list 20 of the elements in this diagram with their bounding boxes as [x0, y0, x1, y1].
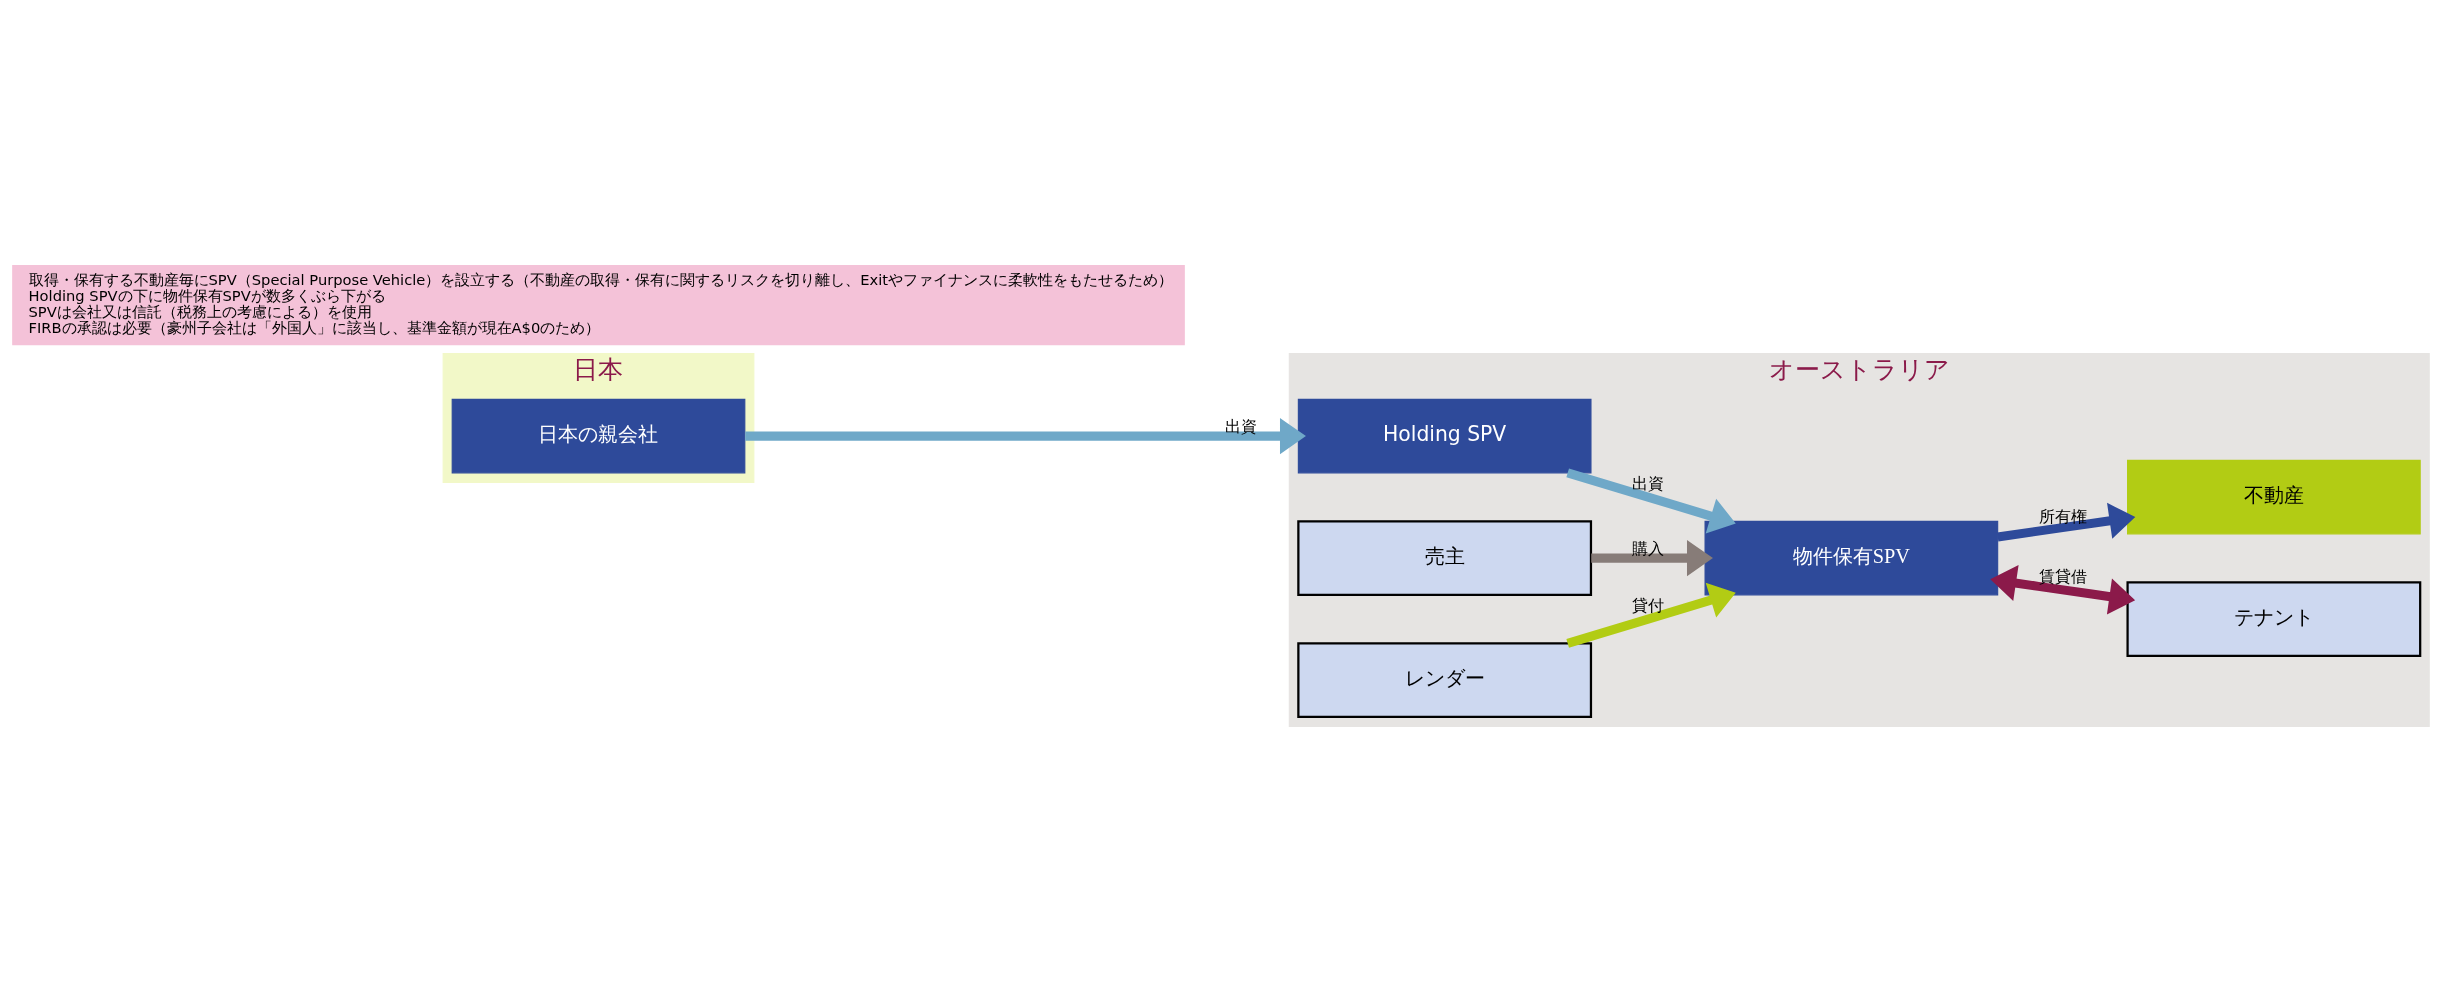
node-box: 売主	[1297, 519, 1593, 596]
node-box: Holding SPV	[1297, 398, 1592, 473]
edge-label: 賃貸借	[2038, 567, 2087, 585]
arrow	[1997, 502, 2136, 541]
node-box: 取得・保有する不動産毎にSPV（Special Purpose Vehicle）を設立する（不動産の取得・保有に関するリスクを切り離し、Exitやファイナンスに柔軟性をもたせるため） Holding SPVの下に物件保有SPVが数多くぶら下がる SPVは会社又は信託（税務上の考慮による）を使用 FIRBの承認は必要（豪州子会社は「外国人」に該当し、基準金額が現在A$0のため）	[12, 264, 1185, 345]
node-box: 日本の親会社	[451, 398, 746, 473]
edge-label: 出資	[1225, 417, 1258, 435]
arrow	[1591, 539, 1713, 576]
node-box: レンダー	[1297, 641, 1593, 718]
edge-label: 購入	[1632, 539, 1665, 557]
node-box: 不動産	[2127, 459, 2421, 534]
arrow	[745, 417, 1306, 454]
arrow	[1566, 468, 1736, 533]
edge-label: 貸付	[1632, 596, 1665, 614]
arrow	[1990, 564, 2136, 615]
edge-label: 所有権	[2038, 507, 2087, 525]
node-box: テナント	[2126, 580, 2422, 657]
arrow	[1566, 582, 1736, 648]
node-box: 物件保有SPV	[1704, 520, 1999, 595]
edge-label: 出資	[1632, 474, 1665, 492]
